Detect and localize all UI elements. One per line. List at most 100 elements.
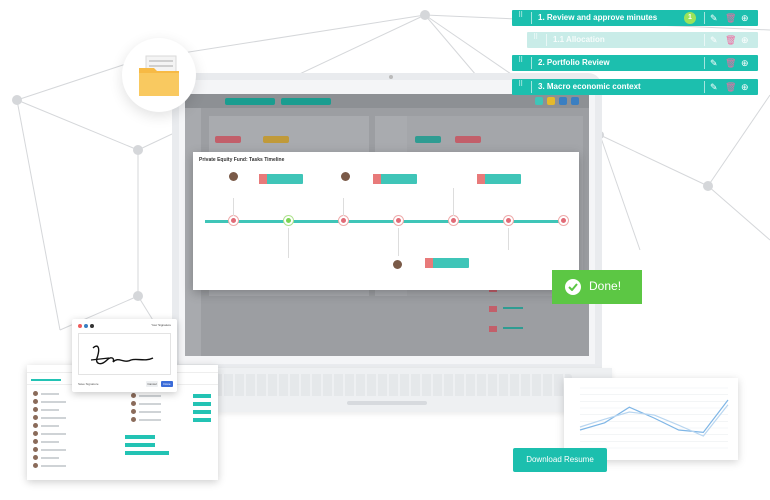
add-circle-icon[interactable]: ⊕ bbox=[741, 35, 749, 45]
connector bbox=[508, 228, 509, 250]
timeline-tag bbox=[425, 258, 469, 268]
permission-select[interactable] bbox=[125, 443, 155, 447]
timeline-node[interactable] bbox=[229, 216, 238, 225]
agenda-item-3[interactable]: ⠿ 3. Macro economic context ✎ 🗑 ⊕ bbox=[512, 79, 758, 95]
edit-icon[interactable]: ✎ bbox=[710, 35, 718, 45]
divider bbox=[531, 12, 532, 24]
trash-icon[interactable]: 🗑 bbox=[725, 82, 737, 92]
divider bbox=[531, 57, 532, 69]
window-dot-dark bbox=[90, 324, 94, 328]
edit-icon[interactable]: ✎ bbox=[710, 58, 718, 68]
attendee-avatar bbox=[33, 447, 38, 452]
agenda-item-2[interactable]: ⠿ 2. Portfolio Review ✎ 🗑 ⊕ bbox=[512, 55, 758, 71]
save-signature-option[interactable]: Save Signature bbox=[78, 382, 99, 386]
connector bbox=[288, 228, 289, 258]
list-flag-3 bbox=[489, 326, 497, 332]
timeline-tag bbox=[259, 174, 303, 184]
attendee-avatar bbox=[33, 415, 38, 420]
connector bbox=[343, 198, 344, 216]
divider bbox=[704, 34, 705, 46]
topbar-select-b bbox=[281, 98, 331, 105]
list-link-2 bbox=[503, 307, 523, 309]
avatar bbox=[393, 260, 402, 269]
signature-card: Your Signature Save Signature Cancel Don… bbox=[72, 319, 177, 392]
topbar-select-a bbox=[225, 98, 275, 105]
keyboard bbox=[202, 374, 572, 396]
edit-icon[interactable]: ✎ bbox=[710, 13, 718, 23]
divider bbox=[531, 81, 532, 93]
window-dot-blue bbox=[84, 324, 88, 328]
topbar-icon-1 bbox=[535, 97, 543, 105]
done-label: Done! bbox=[589, 279, 622, 293]
timeline-node[interactable] bbox=[284, 216, 293, 225]
avatar bbox=[229, 172, 238, 181]
timeline-node[interactable] bbox=[339, 216, 348, 225]
download-resume-button[interactable]: Download Resume bbox=[513, 448, 607, 472]
timeline-node[interactable] bbox=[394, 216, 403, 225]
trash-icon[interactable]: 🗑 bbox=[725, 13, 737, 23]
attendee-name bbox=[41, 409, 59, 411]
list-link-3 bbox=[503, 327, 523, 329]
agenda-item-1[interactable]: ⠿ 1. Review and approve minutes 1 ✎ 🗑 ⊕ bbox=[512, 10, 758, 26]
attendee-name bbox=[139, 395, 161, 397]
timeline-tag bbox=[477, 174, 521, 184]
signature-pad[interactable] bbox=[78, 333, 171, 375]
attendee-name bbox=[41, 433, 66, 435]
agenda-item-label: 2. Portfolio Review bbox=[538, 58, 610, 67]
drag-handle-icon[interactable]: ⠿ bbox=[518, 57, 523, 64]
series-line bbox=[579, 404, 729, 437]
timeline-track bbox=[205, 220, 567, 223]
attendee-avatar bbox=[131, 417, 136, 422]
agenda-item-label: 1. Review and approve minutes bbox=[538, 13, 658, 22]
add-circle-icon[interactable]: ⊕ bbox=[741, 82, 749, 92]
attendee-avatar bbox=[33, 439, 38, 444]
edit-icon[interactable]: ✎ bbox=[710, 82, 718, 92]
attendee-name bbox=[41, 401, 66, 403]
agenda-item-label: 1.1 Allocation bbox=[553, 35, 605, 44]
attendee-avatar bbox=[131, 393, 136, 398]
attendee-avatar bbox=[131, 409, 136, 414]
timeline-node[interactable] bbox=[449, 216, 458, 225]
drag-handle-icon[interactable]: ⠿ bbox=[518, 81, 523, 88]
attendees-table-card bbox=[27, 365, 218, 480]
divider bbox=[704, 57, 705, 69]
connector bbox=[453, 188, 454, 216]
attendee-name bbox=[139, 411, 161, 413]
attendee-name bbox=[41, 465, 66, 467]
add-circle-icon[interactable]: ⊕ bbox=[741, 58, 749, 68]
role-select[interactable] bbox=[193, 394, 211, 398]
add-circle-icon[interactable]: ⊕ bbox=[741, 13, 749, 23]
count-badge: 1 bbox=[684, 12, 696, 24]
role-select[interactable] bbox=[193, 410, 211, 414]
drag-handle-icon[interactable]: ⠿ bbox=[518, 12, 523, 19]
alert-tag-red bbox=[455, 136, 481, 143]
agenda-item-1-1[interactable]: ⠿ 1.1 Allocation ✎ 🗑 ⊕ bbox=[527, 32, 758, 48]
popup-title: Private Equity Fund: Tasks Timeline bbox=[199, 157, 285, 163]
window-dot-red bbox=[78, 324, 82, 328]
trash-icon[interactable]: 🗑 bbox=[725, 35, 737, 45]
timeline-node[interactable] bbox=[504, 216, 513, 225]
avatar bbox=[341, 172, 350, 181]
attendee-name bbox=[41, 425, 59, 427]
attendee-avatar bbox=[33, 431, 38, 436]
signature-title: Your Signature bbox=[151, 323, 171, 327]
permission-select[interactable] bbox=[125, 435, 155, 439]
timeline-node[interactable] bbox=[559, 216, 568, 225]
trackpad-notch bbox=[347, 401, 427, 405]
connector bbox=[233, 198, 234, 216]
cancel-button[interactable]: Cancel bbox=[146, 381, 158, 387]
done-button[interactable]: Done bbox=[161, 381, 173, 387]
task-tag-red bbox=[215, 136, 241, 143]
table-section-label bbox=[31, 379, 61, 381]
camera-dot bbox=[389, 75, 393, 79]
trash-icon[interactable]: 🗑 bbox=[725, 58, 737, 68]
alert-tag-teal bbox=[415, 136, 441, 143]
drag-handle-icon[interactable]: ⠿ bbox=[533, 34, 538, 41]
role-select[interactable] bbox=[193, 402, 211, 406]
signature-stroke bbox=[90, 345, 154, 365]
permission-select[interactable] bbox=[125, 451, 169, 455]
divider bbox=[704, 81, 705, 93]
attendee-avatar bbox=[131, 401, 136, 406]
role-select[interactable] bbox=[193, 418, 211, 422]
